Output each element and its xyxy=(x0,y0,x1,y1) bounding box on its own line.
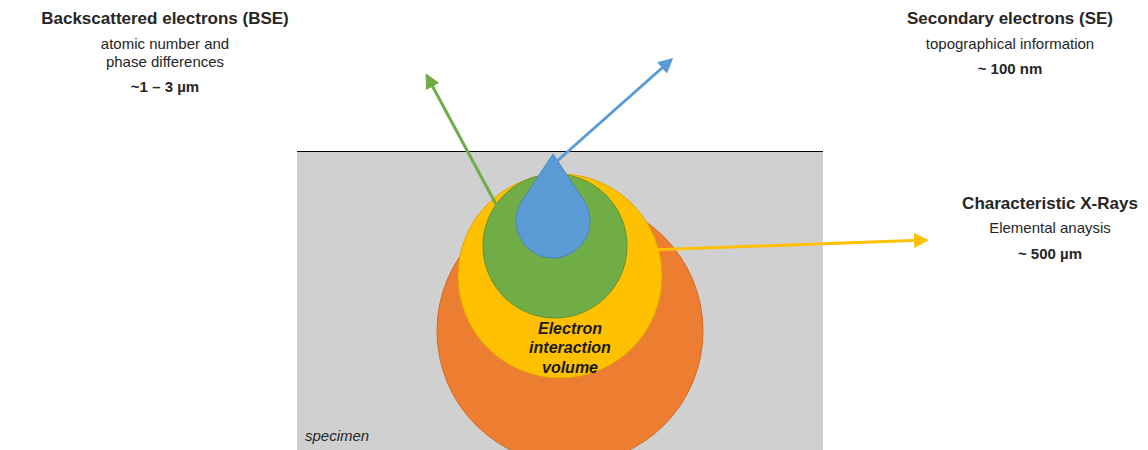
depth-value: ~1 – 3 µm xyxy=(65,78,265,96)
bse-arrow xyxy=(427,76,498,208)
depth-value: ~ 500 µm xyxy=(952,245,1148,263)
specimen-label: specimen xyxy=(305,427,369,445)
signal-title: Characteristic X-Rays xyxy=(952,194,1148,214)
xray-arrow xyxy=(650,240,926,250)
volume-label: Electron interaction volume xyxy=(515,319,625,377)
signal-title: Secondary electrons (SE) xyxy=(880,9,1140,29)
signal-title: Backscattered electrons (BSE) xyxy=(15,9,315,29)
signal-description: topographical information xyxy=(890,35,1130,53)
signal-description: atomic number and phase differences xyxy=(90,35,240,71)
se-region xyxy=(516,154,590,258)
signal-description: Elemental anaysis xyxy=(952,219,1148,237)
se-arrow xyxy=(556,60,671,162)
interaction-volume: Electron interaction volume xyxy=(437,198,703,450)
depth-value: ~ 100 nm xyxy=(910,60,1110,78)
specimen-block: specimen Electron interaction volume xyxy=(297,151,823,450)
